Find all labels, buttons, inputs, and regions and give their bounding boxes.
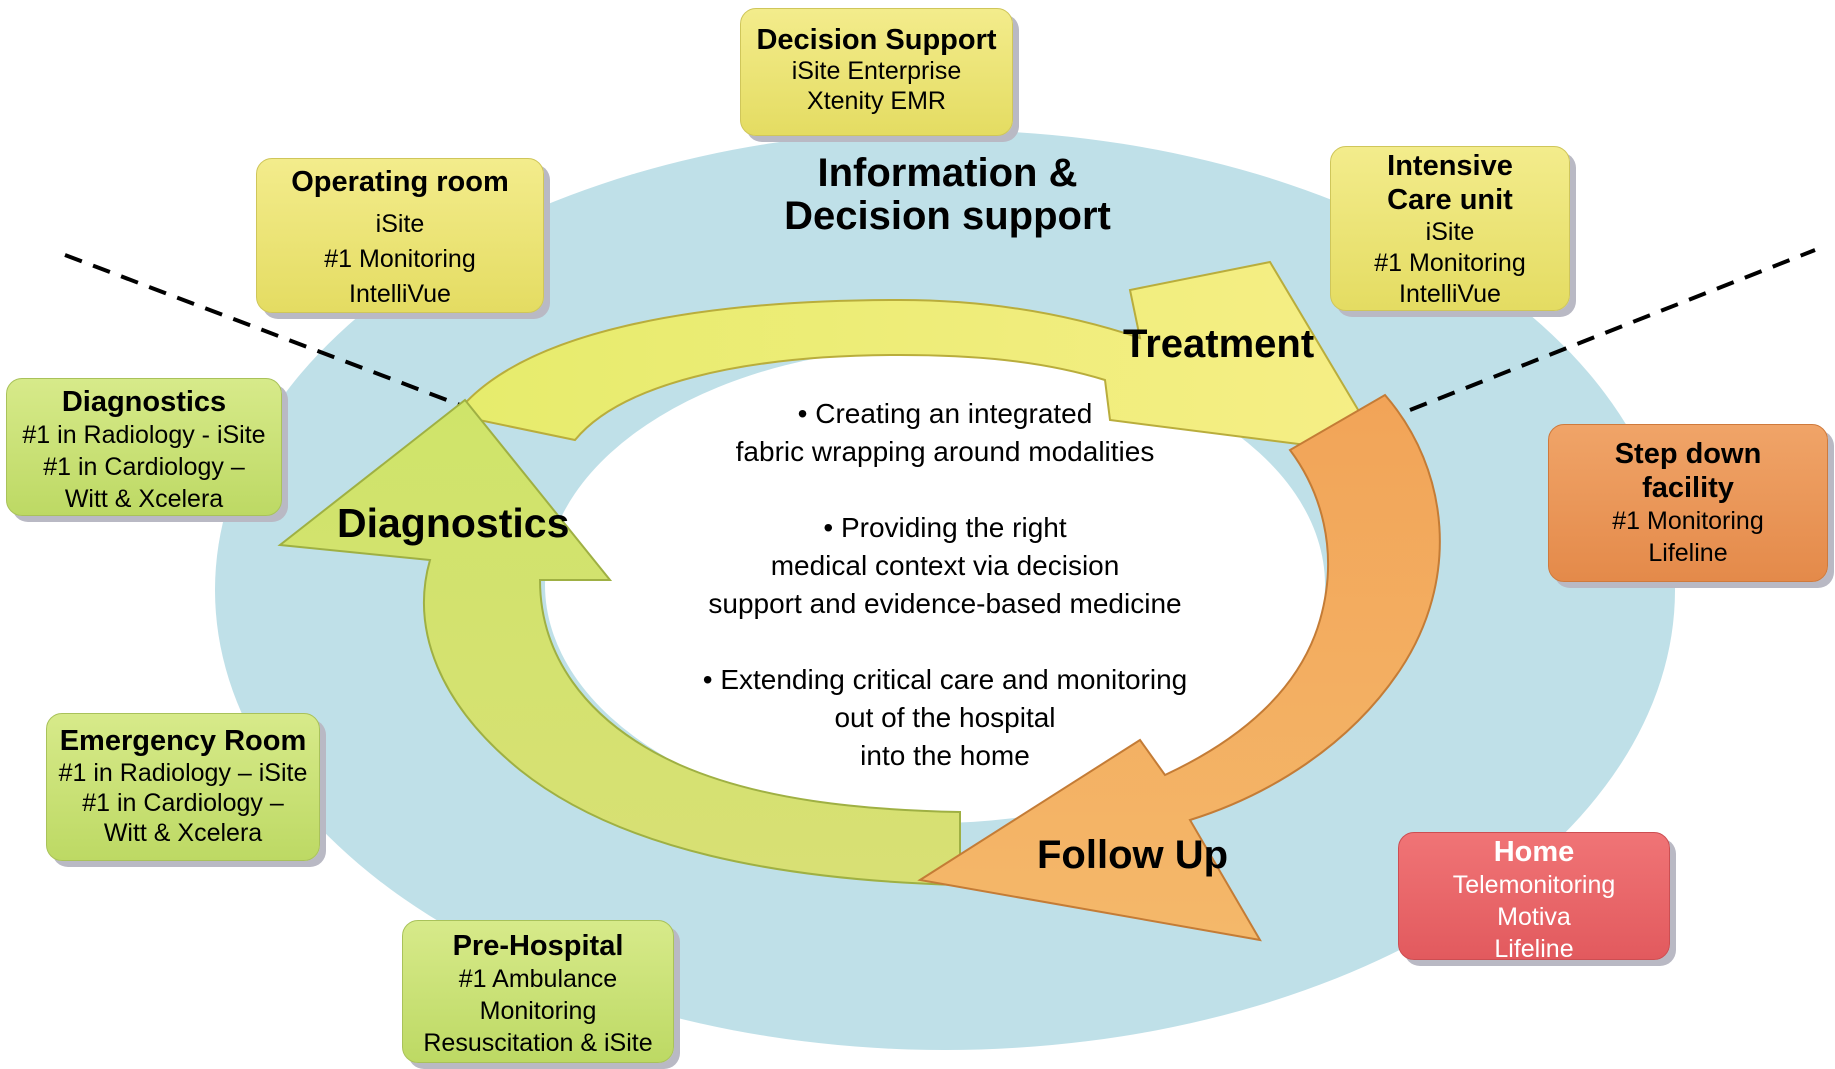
- inner-ellipse: [545, 347, 1325, 823]
- center-bullets: • Creating an integrated fabric wrapping…: [640, 395, 1250, 813]
- bullet-integrated-fabric: • Creating an integrated fabric wrapping…: [735, 398, 1155, 467]
- box-title: Home: [1493, 836, 1575, 868]
- dashed-line-right: [1409, 248, 1816, 412]
- center-heading-line-2: Decision support: [784, 194, 1111, 238]
- arrow-follow-up: [917, 393, 1441, 942]
- box-title: Diagnostics: [61, 386, 227, 418]
- bullet-critical-care-home: • Extending critical care and monitoring…: [702, 664, 1188, 771]
- center-heading: Information & Decision support: [745, 152, 1150, 238]
- arrow-treatment: [453, 260, 1387, 457]
- arrow-diagnostics: [277, 398, 961, 887]
- box-intensive-care-unit: Intensive Care unit iSite #1 Monitoring …: [1330, 146, 1570, 311]
- box-pre-hospital: Pre-Hospital #1 Ambulance Monitoring Res…: [402, 920, 674, 1063]
- box-decision-support: Decision Support iSite Enterprise Xtenit…: [740, 8, 1013, 136]
- box-title: Decision Support: [756, 24, 997, 56]
- dashed-line-left: [64, 253, 461, 407]
- box-emergency-room: Emergency Room #1 in Radiology – iSite #…: [46, 713, 320, 861]
- box-title: Operating room: [291, 166, 509, 198]
- box-title: Emergency Room: [59, 725, 307, 757]
- box-diagnostics: Diagnostics #1 in Radiology - iSite #1 i…: [6, 378, 282, 516]
- center-heading-line-1: Information &: [817, 151, 1078, 195]
- box-home: Home Telemonitoring Motiva Lifeline: [1398, 832, 1670, 963]
- label-treatment: Treatment: [1123, 322, 1315, 366]
- label-diagnostics: Diagnostics: [337, 500, 570, 546]
- bullet-medical-context: • Providing the right medical context vi…: [708, 512, 1182, 619]
- box-title: Pre-Hospital: [452, 930, 624, 962]
- box-step-down-facility: Step down facility #1 Monitoring Lifelin…: [1548, 424, 1828, 582]
- box-operating-room: Operating room iSite #1 Monitoring Intel…: [256, 158, 544, 313]
- label-follow-up: Follow Up: [1037, 833, 1229, 877]
